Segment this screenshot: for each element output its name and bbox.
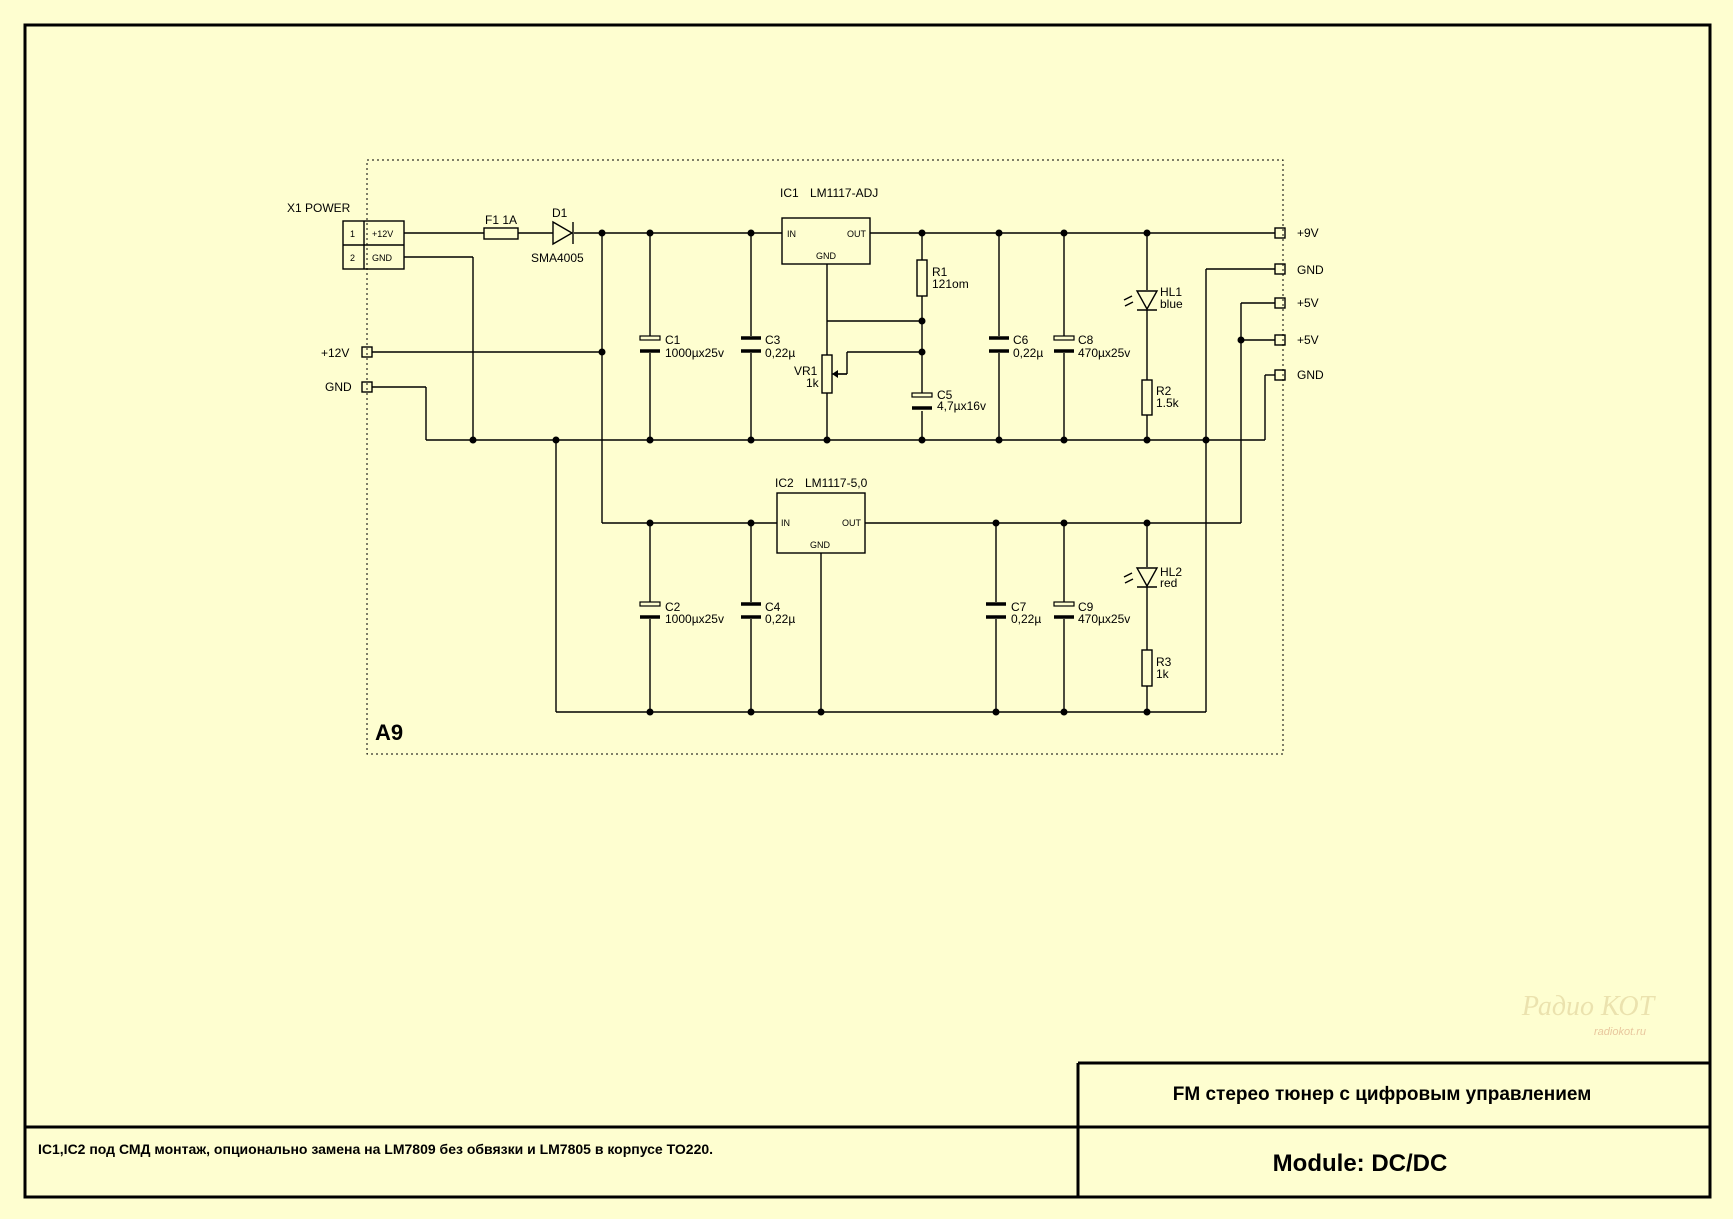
c4-ref: C4	[765, 600, 781, 614]
capacitor-c3: C3 0,22µ	[741, 333, 795, 360]
resistor-r2: R2 1.5k	[1141, 379, 1180, 416]
connector-pin1-num: 1	[350, 229, 355, 239]
hl1-value: blue	[1160, 297, 1183, 311]
c7-ref: C7	[1011, 600, 1027, 614]
connector-x1: X1 POWER 1 +12V 2 GND	[287, 201, 405, 270]
c9-ref: C9	[1078, 600, 1094, 614]
ic2-ref: IC2	[775, 476, 794, 490]
hl2-ref: HL2	[1160, 565, 1182, 579]
connector-pin2-name: GND	[372, 253, 393, 263]
c2-ref: C2	[665, 600, 681, 614]
led-hl2: HL2 red	[1123, 565, 1182, 590]
port-right-gnd-1: GND	[1274, 263, 1324, 277]
ic1-ref: IC1	[780, 186, 799, 200]
capacitor-c1: C1 1000µx25v	[639, 333, 724, 360]
resistor-r3: R3 1k	[1141, 649, 1172, 687]
connector-pin1-name: +12V	[372, 229, 393, 239]
port-right-5v-1: +5V	[1274, 296, 1319, 310]
vr1-value: 1k	[806, 376, 820, 390]
watermark-brand: Радио КОТ	[1521, 991, 1657, 1022]
capacitor-c8: C8 470µx25v	[1053, 333, 1130, 360]
ic1-pin-in: IN	[787, 229, 796, 239]
capacitor-c7: C7 0,22µ	[986, 600, 1041, 626]
block-label: A9	[375, 720, 403, 745]
diode-d1: D1 SMA4005	[531, 206, 584, 265]
port-left-gnd-label: GND	[325, 380, 352, 394]
c6-value: 0,22µ	[1013, 346, 1043, 360]
led-hl1: HL1 blue	[1123, 285, 1183, 311]
ic2-part: LM1117-5,0	[805, 476, 868, 490]
ic1-part: LM1117-ADJ	[810, 186, 878, 200]
capacitor-c9: C9 470µx25v	[1053, 600, 1130, 626]
regulator-ic1: IC1 LM1117-ADJ IN OUT GND	[780, 186, 878, 265]
c4-value: 0,22µ	[765, 612, 795, 626]
c3-ref: C3	[765, 333, 781, 347]
vr1-ref: VR1	[794, 364, 818, 378]
r1-value: 121om	[932, 277, 969, 291]
junctions	[469, 229, 1245, 716]
ic2-pin-gnd: GND	[810, 540, 831, 550]
resistor-r1: R1 121om	[916, 259, 969, 297]
ic2-pin-in: IN	[781, 518, 790, 528]
fuse-f1: F1 1A	[483, 213, 519, 240]
potentiometer-vr1: VR1 1k	[794, 354, 847, 394]
c8-ref: C8	[1078, 333, 1094, 347]
c3-value: 0,22µ	[765, 346, 795, 360]
diode-d1-part: SMA4005	[531, 251, 584, 265]
regulator-ic2: IC2 LM1117-5,0 IN OUT GND	[775, 476, 868, 554]
port-right-gnd-2: GND	[1274, 368, 1324, 382]
watermark-url: radiokot.ru	[1594, 1026, 1646, 1038]
diode-d1-ref: D1	[552, 206, 568, 220]
port-right-gnd-2-label: GND	[1297, 368, 1324, 382]
module-boundary	[366, 159, 1284, 755]
port-left-12v: +12V	[321, 346, 373, 360]
c2-value: 1000µx25v	[665, 612, 724, 626]
c8-value: 470µx25v	[1078, 346, 1130, 360]
ic1-pin-out: OUT	[847, 229, 867, 239]
ic1-pin-gnd: GND	[816, 251, 837, 261]
connector-pin2-num: 2	[350, 253, 355, 263]
r3-ref: R3	[1156, 655, 1172, 669]
c1-value: 1000µx25v	[665, 346, 724, 360]
port-right-5v-2: +5V	[1274, 333, 1319, 347]
c9-value: 470µx25v	[1078, 612, 1130, 626]
r2-ref: R2	[1156, 384, 1172, 398]
port-right-gnd-1-label: GND	[1297, 263, 1324, 277]
capacitor-c4: C4 0,22µ	[741, 600, 795, 626]
fuse-f1-label: F1 1A	[485, 213, 517, 227]
capacitor-c2: C2 1000µx25v	[639, 600, 724, 626]
wires	[372, 232, 1275, 713]
project-title: FM стерео тюнер с цифровым управлением	[1173, 1084, 1592, 1105]
port-right-9v: +9V	[1274, 226, 1319, 240]
port-right-5v-2-label: +5V	[1297, 333, 1319, 347]
watermark-logo: Радио КОТ radiokot.ru	[1521, 991, 1657, 1038]
port-left-gnd: GND	[325, 380, 373, 394]
module-title: Module: DC/DC	[1273, 1150, 1448, 1177]
port-left-12v-label: +12V	[321, 346, 349, 360]
capacitor-c5: C5 4,7µx16v	[911, 388, 986, 413]
c6-ref: C6	[1013, 333, 1029, 347]
title-block: FM стерео тюнер с цифровым управлением M…	[25, 1061, 1710, 1197]
hl2-value: red	[1160, 576, 1177, 590]
c7-value: 0,22µ	[1011, 612, 1041, 626]
r1-ref: R1	[932, 265, 948, 279]
capacitor-c6: C6 0,22µ	[989, 333, 1043, 360]
r2-value: 1.5k	[1156, 396, 1180, 410]
hl1-ref: HL1	[1160, 285, 1182, 299]
port-right-9v-label: +9V	[1297, 226, 1319, 240]
port-right-5v-1-label: +5V	[1297, 296, 1319, 310]
c5-ref: C5	[937, 388, 953, 402]
connector-x1-name: X1 POWER	[287, 201, 351, 215]
c1-ref: C1	[665, 333, 681, 347]
r3-value: 1k	[1156, 667, 1170, 681]
ic2-pin-out: OUT	[842, 518, 862, 528]
assembly-note: IC1,IC2 под СМД монтаж, опционально заме…	[38, 1141, 713, 1157]
sheet-border	[23, 23, 1712, 1199]
c5-value: 4,7µx16v	[937, 399, 986, 413]
